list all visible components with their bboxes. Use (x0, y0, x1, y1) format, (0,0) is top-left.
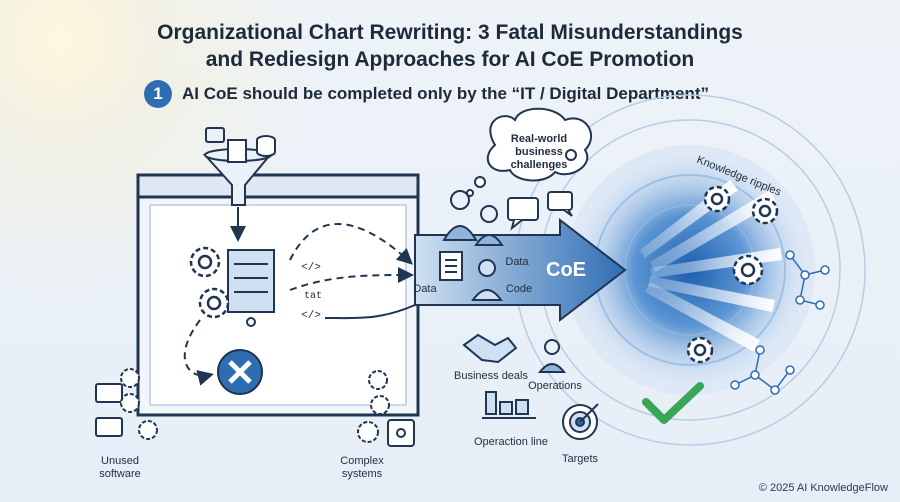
software-icon-stack (95, 368, 158, 440)
complex-system-icon-stack (357, 370, 415, 447)
handshake-icon (462, 333, 518, 364)
data-funnel-icon (202, 127, 276, 242)
unused-software-line-2: software (99, 468, 141, 480)
network-graph-icon (730, 250, 830, 395)
targets-label: Targets (561, 453, 599, 465)
operations-label: Operations (528, 380, 582, 392)
factory-line-icon (482, 391, 536, 419)
person-icon (471, 259, 503, 301)
point-subtitle: AI CoE should be completed only by the “… (182, 84, 710, 103)
operations-person-icon (537, 339, 567, 373)
server-icon (227, 249, 275, 327)
thought-line-2: business (515, 146, 563, 158)
chat-bubble-icon (507, 191, 573, 231)
arrow-data-label: Data (413, 283, 437, 295)
unused-software-line-1: Unused (101, 455, 139, 467)
gear-icon (189, 246, 230, 319)
check-icon (642, 382, 704, 424)
arrow-data-label-2: Data (505, 256, 529, 268)
thought-line-1: Real-world (510, 133, 568, 145)
flow-arrow (324, 217, 627, 323)
dashed-flows (183, 222, 414, 386)
gear-icon (686, 185, 779, 364)
failure-x-icon (217, 349, 263, 395)
unused-software-label: Unused software (90, 455, 150, 481)
arrow-code-label: Code (505, 283, 533, 295)
thought-line-3: challenges (510, 159, 568, 171)
point-header: 1 AI CoE should be completed only by the… (144, 80, 709, 108)
complex-systems-line-2: systems (341, 468, 383, 480)
code-snippet-3: </> (301, 310, 321, 322)
coe-label: CoE (546, 259, 586, 281)
copyright-footer: © 2025 AI KnowledgeFlow (758, 482, 888, 494)
thought-text: Real-world business challenges (504, 133, 574, 172)
point-number-badge: 1 (144, 80, 172, 108)
document-icon (439, 251, 463, 281)
complex-systems-line-1: Complex (340, 455, 384, 467)
business-deals-label: Business deals (454, 370, 528, 382)
target-icon (562, 403, 599, 440)
team-people-icon (442, 190, 504, 246)
title-line-1: Organizational Chart Rewriting: 3 Fatal … (157, 21, 743, 44)
operation-line-label: Operaction line (474, 436, 548, 448)
title-line-2: and Rediesign Approaches for AI CoE Prom… (205, 48, 695, 71)
complex-systems-label: Complex systems (332, 455, 392, 481)
code-snippet-1: </> (301, 262, 321, 274)
thought-cloud-icon (466, 107, 592, 197)
code-snippet-2: tat (303, 291, 322, 302)
